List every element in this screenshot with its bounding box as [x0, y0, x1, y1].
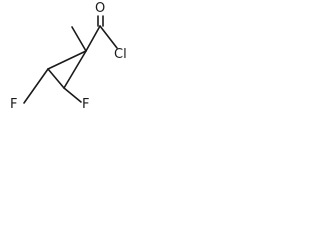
carbonyl-carbon-bond: [85, 25, 101, 52]
ring-bond-top-left: [47, 50, 87, 70]
right-fluorine-bond: [63, 87, 82, 103]
chlorine-label: Cl: [114, 47, 127, 62]
ring-bond-top-right: [63, 50, 87, 89]
methyl-bond: [71, 26, 87, 52]
left-fluorine-bond: [23, 68, 49, 104]
cyclopropane-carbonyl-chloride-structure: O Cl F F: [10, 1, 127, 112]
carbon-chlorine-bond: [99, 25, 118, 49]
fluorine-left-label: F: [10, 97, 17, 112]
ring-bond-bottom: [47, 68, 65, 89]
oxygen-label: O: [95, 1, 105, 16]
fluorine-right-label: F: [82, 97, 89, 112]
